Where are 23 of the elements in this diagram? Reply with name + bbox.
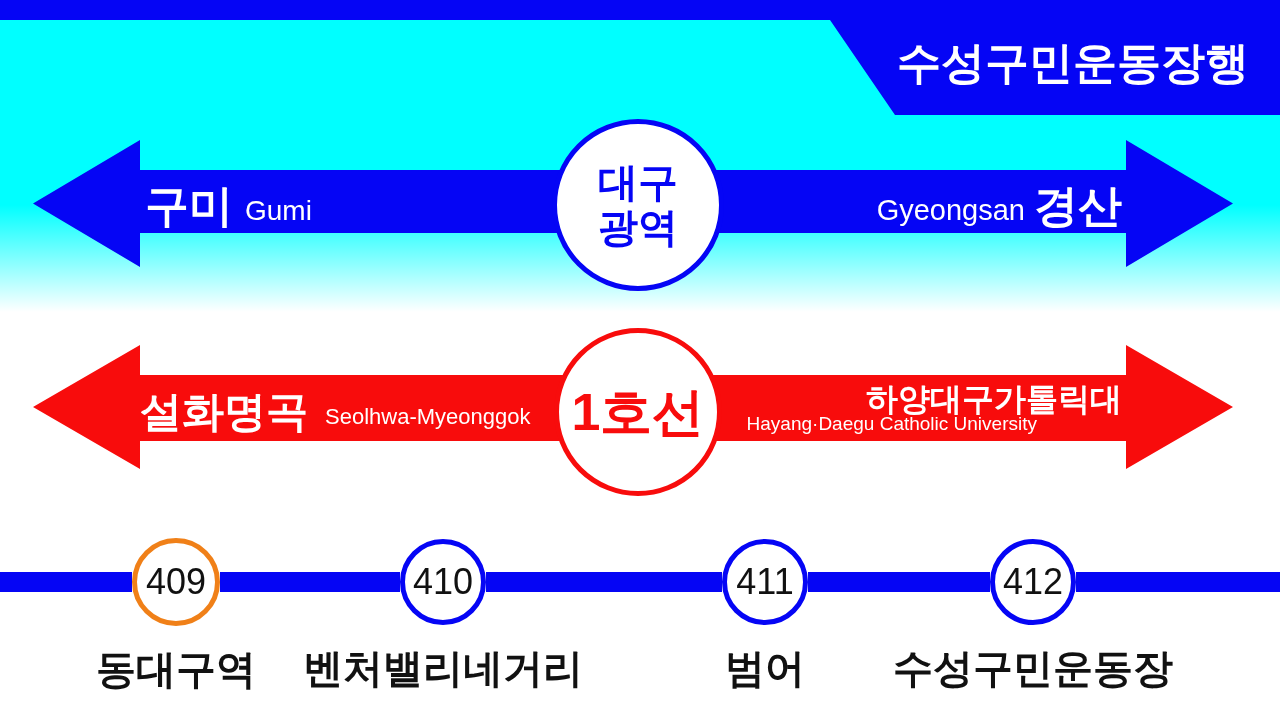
direction-name-romanized: Gyeongsan	[876, 196, 1025, 226]
route-line	[220, 572, 400, 592]
station-number: 409	[145, 564, 207, 600]
terminus-name-romanized: Seolhwa-Myeonggok	[325, 406, 531, 429]
station-name: 동대구역	[96, 649, 256, 690]
destination-title: 수성구민운동장행	[895, 40, 1250, 85]
terminus-name: 설화명곡	[140, 391, 308, 434]
direction-name: 경산	[1034, 183, 1122, 228]
direction-name: 구미	[145, 183, 233, 228]
station-name: 범어	[725, 648, 805, 689]
route-line	[0, 572, 132, 592]
route-line	[1076, 572, 1280, 592]
station-number: 410	[412, 564, 474, 600]
route-line	[486, 572, 722, 592]
route-line	[808, 572, 990, 592]
station-number: 412	[1002, 564, 1064, 600]
badge-label: 1호선	[570, 382, 706, 442]
direction-name-romanized: Gumi	[245, 197, 312, 226]
station-name: 벤처밸리네거리	[303, 648, 583, 689]
terminus-name: 하양대구가톨릭대	[866, 382, 1122, 415]
badge-label: 대구 광역	[597, 160, 679, 250]
station-name: 수성구민운동장	[893, 648, 1173, 689]
station-number: 411	[736, 564, 794, 600]
